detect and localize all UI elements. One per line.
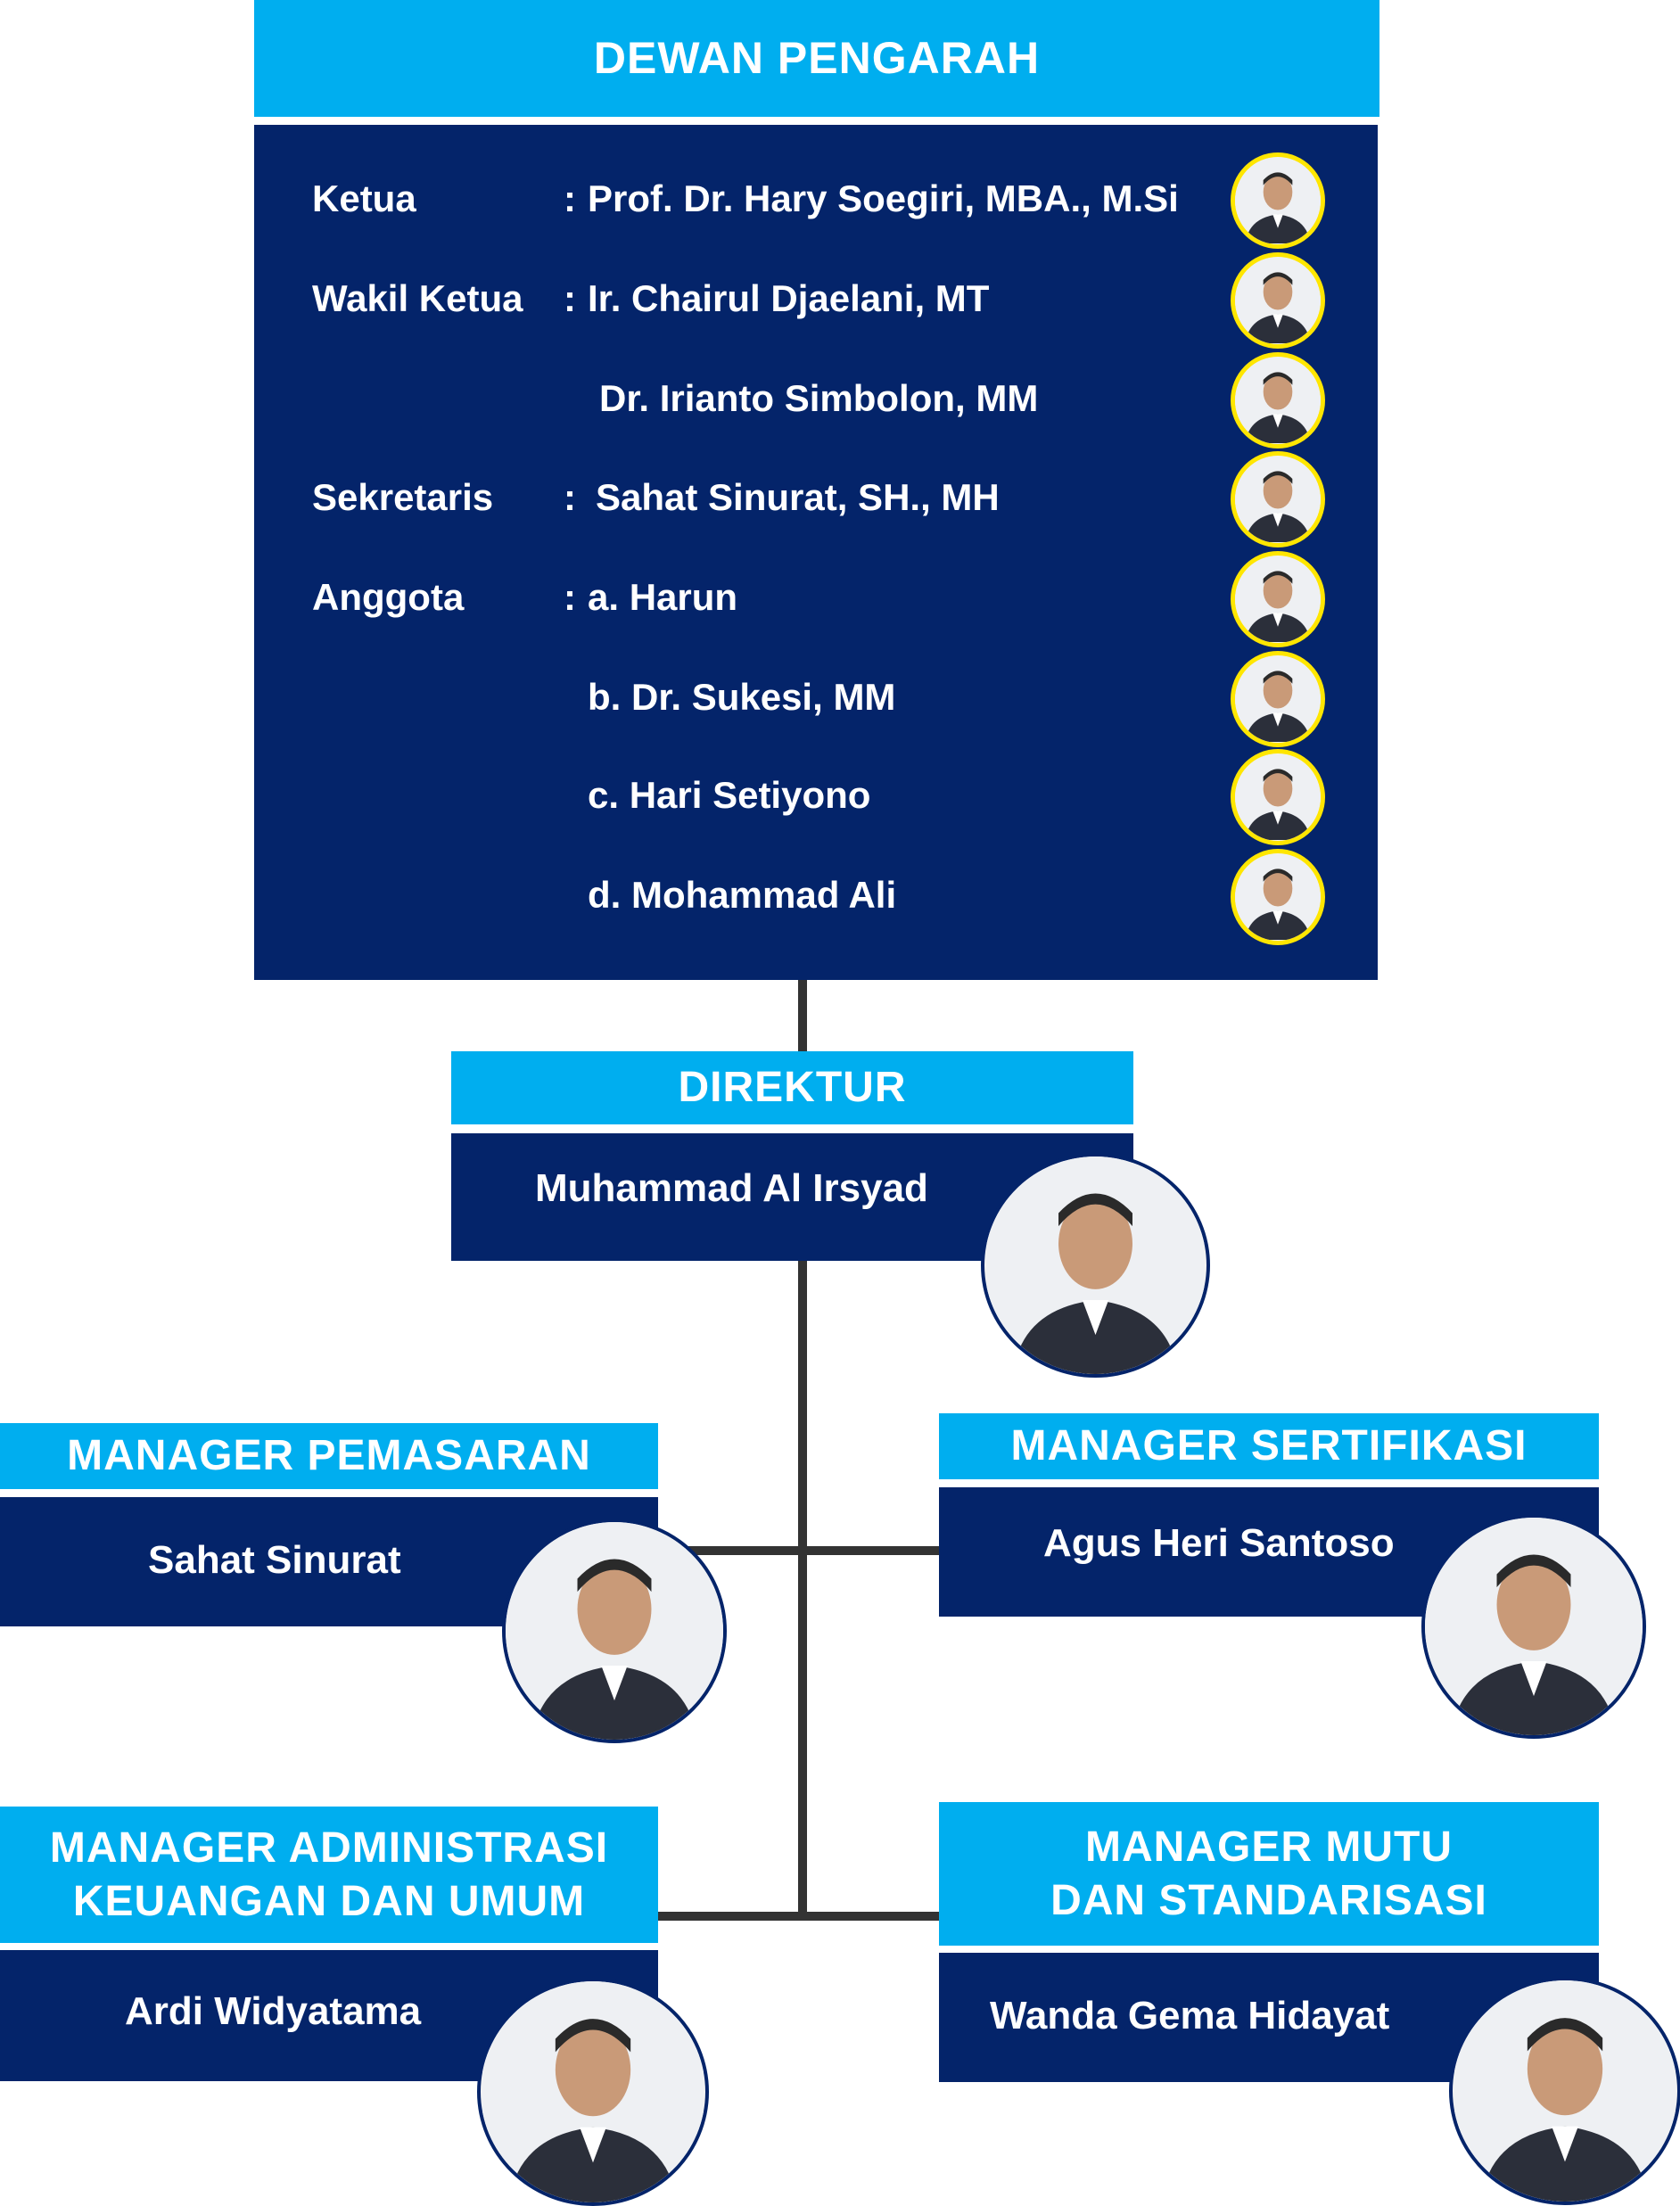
manager-mutu-header: MANAGER MUTU DAN STANDARISASI: [939, 1802, 1599, 1946]
person-photo-icon: [1454, 1980, 1676, 2202]
dewan-member-name: Sahat Sinurat, SH., MH: [596, 476, 1000, 518]
dewan-pengarah-header: DEWAN PENGARAH: [254, 0, 1379, 117]
person-photo-icon: [986, 1157, 1205, 1374]
manager-sertifikasi-photo: [1421, 1514, 1646, 1739]
manager-mutu-name: Wanda Gema Hidayat: [990, 1994, 1390, 2037]
manager-pemasaran-header: MANAGER PEMASARAN: [0, 1423, 658, 1489]
dewan-role-label: Sekretaris: [312, 476, 494, 518]
person-photo-icon: [482, 1981, 704, 2202]
dewan-role-label: Wakil Ketua: [312, 277, 523, 319]
person-photo-icon: [1235, 358, 1321, 443]
direktur-photo: [981, 1153, 1210, 1378]
manager-pemasaran-photo: [502, 1519, 727, 1743]
dewan-member-photo: [1231, 651, 1325, 747]
person-photo-icon: [1235, 158, 1321, 243]
direktur-name: Muhammad Al Irsyad: [535, 1166, 928, 1210]
dewan-member-photo: [1231, 352, 1325, 449]
manager-mutu-photo: [1449, 1977, 1680, 2205]
dewan-role-label: Ketua: [312, 177, 416, 219]
person-photo-icon: [1235, 457, 1321, 542]
dewan-member-name: d. Mohammad Ali: [588, 874, 897, 916]
direktur-header: DIREKTUR: [451, 1051, 1133, 1124]
dewan-member-name: Dr. Irianto Simbolon, MM: [599, 377, 1039, 419]
dewan-pengarah-box: [254, 125, 1378, 980]
manager-pemasaran-name: Sahat Sinurat: [148, 1538, 401, 1582]
person-photo-icon: [1235, 656, 1321, 742]
connector-dewan-direktur: [798, 980, 807, 1051]
dewan-colon: :: [564, 476, 576, 518]
person-photo-icon: [1235, 754, 1321, 840]
dewan-member-photo: [1231, 551, 1325, 647]
dewan-colon: :: [564, 177, 576, 219]
person-photo-icon: [1235, 854, 1321, 940]
person-photo-icon: [506, 1522, 723, 1740]
dewan-member-name: b. Dr. Sukesi, MM: [588, 676, 896, 718]
connector-vertical-main: [798, 1261, 807, 1921]
dewan-member-photo: [1231, 849, 1325, 945]
dewan-member-name: Ir. Chairul Djaelani, MT: [588, 277, 990, 319]
dewan-member-name: c. Hari Setiyono: [588, 774, 871, 816]
dewan-member-name: a. Harun: [588, 576, 738, 618]
dewan-member-photo: [1231, 451, 1325, 547]
connector-row2: [658, 1912, 940, 1921]
manager-administrasi-header: MANAGER ADMINISTRASI KEUANGAN DAN UMUM: [0, 1807, 658, 1943]
manager-administrasi-name: Ardi Widyatama: [125, 1989, 422, 2033]
dewan-colon: :: [564, 576, 576, 618]
manager-sertifikasi-name: Agus Heri Santoso: [1043, 1521, 1395, 1565]
dewan-member-photo: [1231, 252, 1325, 349]
dewan-member-name: Prof. Dr. Hary Soegiri, MBA., M.Si: [588, 177, 1179, 219]
manager-sertifikasi-header: MANAGER SERTIFIKASI: [939, 1413, 1599, 1479]
manager-administrasi-photo: [477, 1978, 709, 2206]
person-photo-icon: [1235, 258, 1321, 343]
person-photo-icon: [1235, 556, 1321, 642]
dewan-member-photo: [1231, 749, 1325, 845]
dewan-member-photo: [1231, 152, 1325, 249]
person-photo-icon: [1425, 1518, 1643, 1735]
dewan-role-label: Anggota: [312, 576, 465, 618]
dewan-colon: :: [564, 277, 576, 319]
connector-row1: [658, 1546, 940, 1555]
